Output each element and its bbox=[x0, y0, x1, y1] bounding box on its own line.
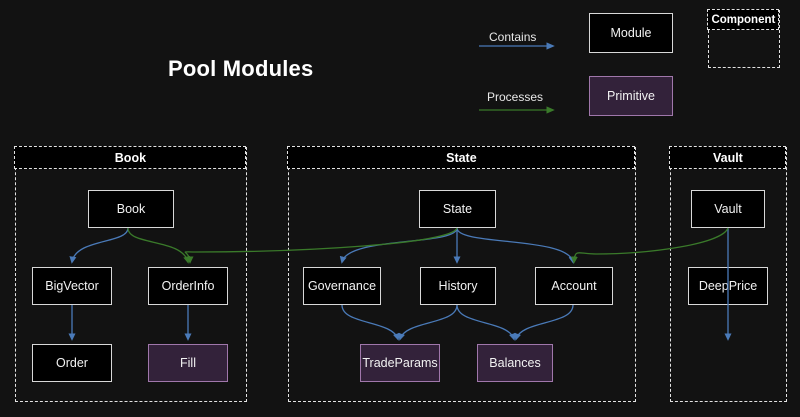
legend-processes-label: Processes bbox=[487, 90, 544, 104]
node-tradeparams[interactable]: TradeParams bbox=[360, 344, 440, 382]
node-deepprice[interactable]: DeepPrice bbox=[688, 267, 768, 305]
page-title: Pool Modules bbox=[168, 56, 314, 81]
group-book-header: Book bbox=[14, 146, 247, 170]
node-state[interactable]: State bbox=[419, 190, 496, 228]
node-history[interactable]: History bbox=[420, 267, 496, 305]
node-order[interactable]: Order bbox=[32, 344, 112, 382]
group-vault-header: Vault bbox=[669, 146, 787, 170]
legend-contains-label: Contains bbox=[489, 30, 537, 44]
legend-module-box: Module bbox=[589, 13, 673, 53]
node-account[interactable]: Account bbox=[535, 267, 613, 305]
node-fill[interactable]: Fill bbox=[148, 344, 228, 382]
legend-component-label: Component bbox=[707, 9, 780, 31]
node-governance[interactable]: Governance bbox=[303, 267, 381, 305]
node-balances[interactable]: Balances bbox=[477, 344, 553, 382]
group-state: State bbox=[287, 146, 636, 402]
legend-component-group: Component bbox=[707, 9, 780, 68]
group-book: Book bbox=[14, 146, 247, 402]
node-vault[interactable]: Vault bbox=[691, 190, 765, 228]
node-orderinfo[interactable]: OrderInfo bbox=[148, 267, 228, 305]
node-book[interactable]: Book bbox=[88, 190, 174, 228]
node-bigvector[interactable]: BigVector bbox=[32, 267, 112, 305]
group-vault: Vault bbox=[669, 146, 787, 402]
group-state-header: State bbox=[287, 146, 636, 170]
legend-primitive-box: Primitive bbox=[589, 76, 673, 116]
